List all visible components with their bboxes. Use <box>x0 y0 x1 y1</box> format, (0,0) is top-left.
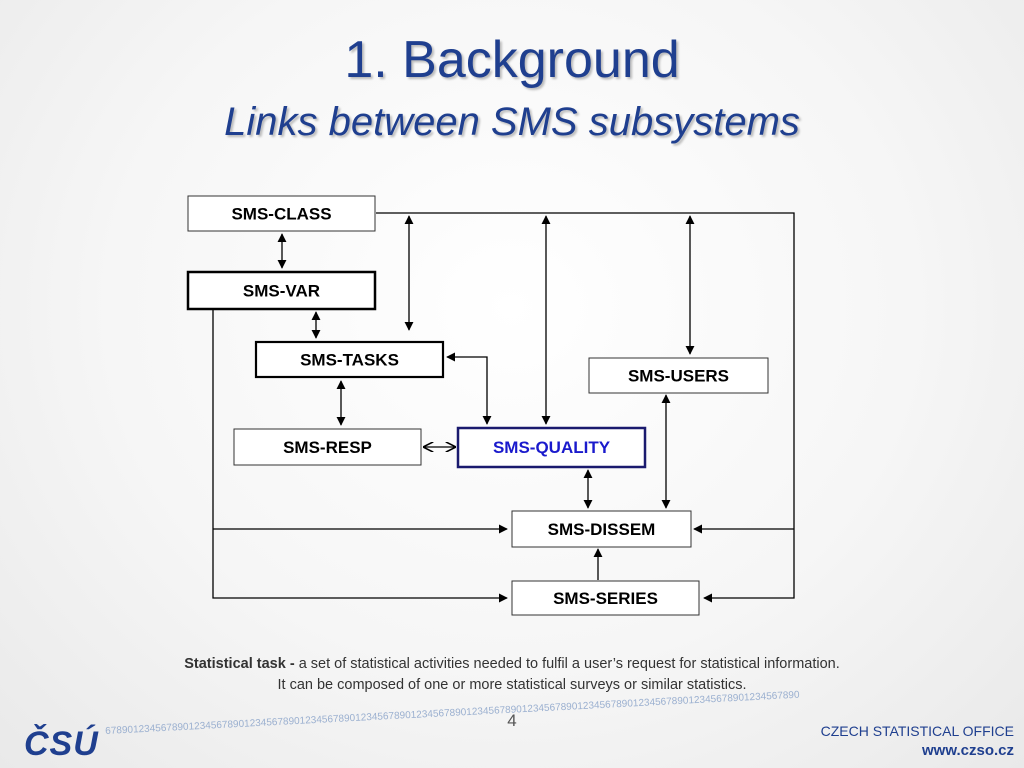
node-label: SMS-USERS <box>628 367 729 386</box>
link-tasks-quality <box>446 352 492 425</box>
office-info: CZECH STATISTICAL OFFICE www.czso.cz <box>821 721 1014 761</box>
node-sms-dissem: SMS-DISSEM <box>511 510 692 548</box>
definition-caption: Statistical task - a set of statistical … <box>0 654 1024 696</box>
node-label: SMS-RESP <box>283 438 372 457</box>
node-sms-tasks: SMS-TASKS <box>254 340 445 379</box>
node-label: SMS-SERIES <box>553 589 658 608</box>
link-class-right-rail <box>376 212 795 603</box>
definition-term: Statistical task - <box>184 656 295 672</box>
page-number: 4 <box>507 711 517 730</box>
node-sms-quality: SMS-QUALITY <box>456 426 647 469</box>
office-url[interactable]: www.czso.cz <box>922 742 1014 759</box>
node-sms-users: SMS-USERS <box>588 357 769 394</box>
definition-text: a set of statistical activities needed t… <box>298 656 840 672</box>
office-name: CZECH STATISTICAL OFFICE <box>820 723 1014 739</box>
node-label: SMS-DISSEM <box>548 520 656 539</box>
slide-subtitle: Links between SMS subsystems <box>224 100 800 144</box>
definition-line2: It can be composed of one or more statis… <box>277 677 747 693</box>
csu-logo: ČSÚ <box>24 725 99 763</box>
node-label: SMS-QUALITY <box>493 438 611 457</box>
node-sms-var: SMS-VAR <box>186 270 377 311</box>
node-sms-series: SMS-SERIES <box>511 580 700 616</box>
node-label: SMS-VAR <box>243 282 320 301</box>
node-sms-resp: SMS-RESP <box>233 428 422 466</box>
slide-title: 1. Background <box>344 31 680 89</box>
node-label: SMS-CLASS <box>231 205 331 224</box>
node-sms-class: SMS-CLASS <box>187 195 376 232</box>
node-label: SMS-TASKS <box>300 351 399 370</box>
link-var-left-rail <box>212 308 508 603</box>
